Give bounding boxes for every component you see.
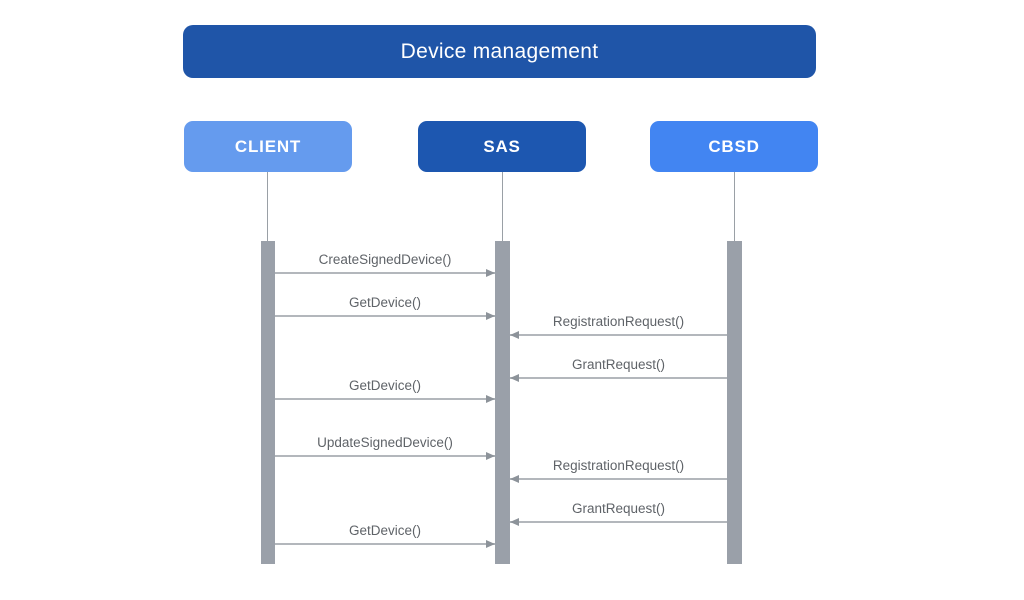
activation-bar-sas — [495, 241, 510, 564]
arrowhead-right-icon — [486, 311, 495, 320]
arrowhead-left-icon — [510, 330, 519, 339]
message-label: RegistrationRequest() — [552, 314, 685, 329]
arrowhead-left-icon — [510, 373, 519, 382]
activation-bar-cbsd — [727, 241, 742, 564]
arrow-line — [275, 272, 495, 274]
actor-cbsd-label: CBSD — [708, 136, 760, 156]
message-label: GetDevice() — [348, 523, 421, 538]
message-label: GetDevice() — [348, 295, 421, 310]
diagram-title: Device management — [183, 25, 816, 78]
arrow-line — [510, 478, 727, 480]
arrowhead-right-icon — [486, 539, 495, 548]
arrow-line — [275, 315, 495, 317]
actor-client-label: CLIENT — [234, 136, 302, 156]
message-label: CreateSignedDevice() — [318, 252, 452, 267]
arrow-line — [275, 543, 495, 545]
message-label: GrantRequest() — [571, 501, 666, 516]
message-label: UpdateSignedDevice() — [317, 435, 453, 450]
arrowhead-right-icon — [486, 394, 495, 403]
lifeline-client — [266, 172, 268, 241]
actor-cbsd: CBSD — [650, 121, 818, 172]
arrowhead-left-icon — [510, 517, 519, 526]
actor-client: CLIENT — [184, 121, 352, 172]
arrowhead-right-icon — [486, 451, 495, 460]
message-label: GrantRequest() — [571, 357, 666, 372]
arrow-line — [275, 455, 495, 457]
lifeline-sas — [501, 172, 503, 241]
arrow-line — [275, 398, 495, 400]
arrowhead-right-icon — [486, 268, 495, 277]
arrow-line — [510, 334, 727, 336]
lifeline-cbsd — [733, 172, 735, 241]
actor-sas-label: SAS — [483, 136, 521, 156]
message-label: GetDevice() — [348, 378, 421, 393]
activation-bar-client — [261, 241, 275, 564]
arrowhead-left-icon — [510, 474, 519, 483]
arrow-line — [510, 377, 727, 379]
diagram-title-label: Device management — [400, 39, 599, 63]
message-label: RegistrationRequest() — [552, 458, 685, 473]
arrow-line — [510, 521, 727, 523]
actor-sas: SAS — [418, 121, 586, 172]
